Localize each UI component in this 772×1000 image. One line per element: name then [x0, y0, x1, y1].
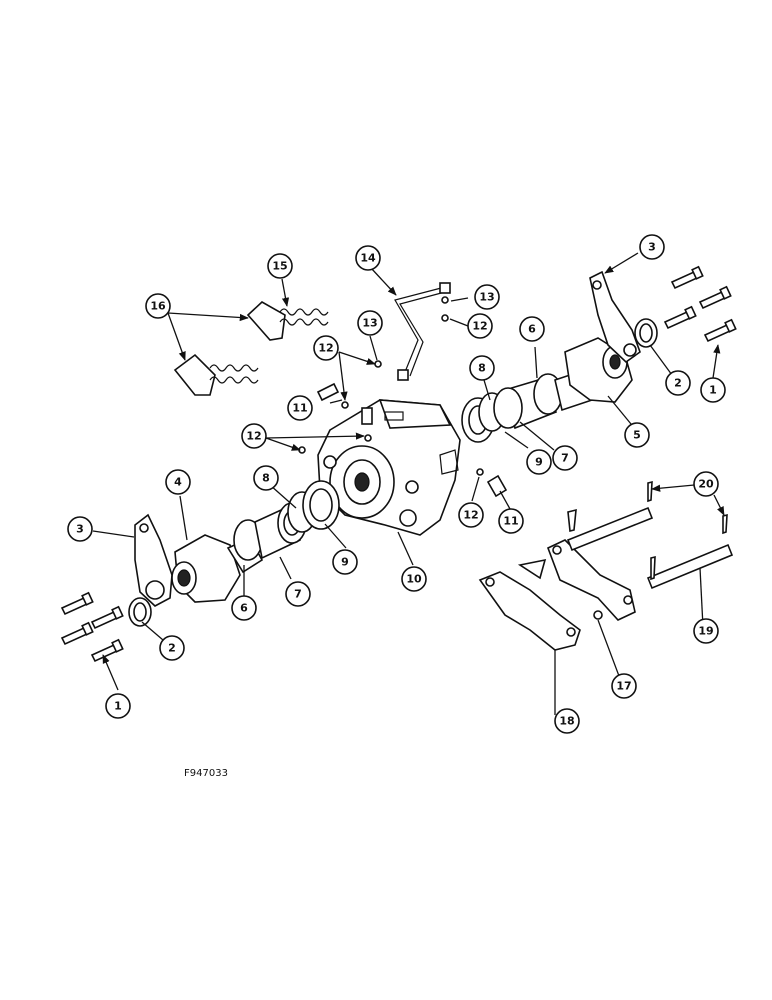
callout-number: 19 — [698, 625, 713, 638]
callout-number: 20 — [698, 478, 714, 491]
callout-6-right: 6 — [519, 316, 545, 342]
callout-number: 1 — [709, 384, 717, 397]
callout-number: 12 — [472, 320, 487, 333]
callout-number: 15 — [272, 260, 287, 273]
callout-20: 20 — [693, 471, 719, 497]
callout-2-right: 2 — [665, 370, 691, 396]
callout-6-left: 6 — [231, 595, 257, 621]
callout-number: 3 — [76, 523, 84, 536]
callout-2-left: 2 — [159, 635, 185, 661]
callout-number: 2 — [168, 642, 176, 655]
callout-11-left: 11 — [287, 395, 313, 421]
callout-number: 6 — [528, 323, 536, 336]
callout-7-left: 7 — [285, 581, 311, 607]
callout-18: 18 — [554, 708, 580, 734]
callout-number: 12 — [318, 342, 333, 355]
callout-12-top: 12 — [313, 335, 339, 361]
right-lever-and-washer — [128, 270, 658, 627]
callout-number: 5 — [633, 429, 641, 442]
callout-number: 12 — [463, 509, 478, 522]
callout-number: 9 — [341, 556, 349, 569]
callout-3-right: 3 — [639, 234, 665, 260]
callout-9-left: 9 — [332, 549, 358, 575]
tube — [394, 282, 451, 381]
callout-9-right: 9 — [526, 449, 552, 475]
callout-3-left: 3 — [67, 516, 93, 542]
callout-15: 15 — [267, 253, 293, 279]
callout-number: 2 — [674, 377, 682, 390]
callout-14: 14 — [355, 245, 381, 271]
callout-number: 13 — [362, 317, 377, 330]
callout-1-left: 1 — [105, 693, 131, 719]
callout-5: 5 — [624, 422, 650, 448]
callout-13-left: 13 — [357, 310, 383, 336]
callout-number: 16 — [150, 300, 166, 313]
callout-number: 8 — [478, 362, 486, 375]
callout-number: 3 — [648, 241, 656, 254]
callout-12-lower: 12 — [458, 502, 484, 528]
housing — [317, 399, 461, 536]
callout-8-left: 8 — [253, 465, 279, 491]
right-piston-and-shaft — [461, 337, 633, 443]
callout-17: 17 — [611, 673, 637, 699]
callout-1-right: 1 — [700, 377, 726, 403]
leader-lines — [92, 252, 725, 715]
callout-number: 4 — [174, 476, 182, 489]
left-piston-and-seals — [233, 480, 340, 561]
callout-12-tube: 12 — [467, 313, 493, 339]
callout-number: 7 — [561, 452, 569, 465]
callout-number: 6 — [240, 602, 248, 615]
callout-number: 17 — [616, 680, 631, 693]
callout-19: 19 — [693, 618, 719, 644]
callout-number: 18 — [559, 715, 574, 728]
figure-id: F947033 — [184, 768, 228, 779]
callout-number: 1 — [114, 700, 122, 713]
callout-number: 9 — [535, 456, 543, 469]
links-and-pins — [478, 480, 734, 651]
callout-4: 4 — [165, 469, 191, 495]
bolts — [60, 265, 737, 663]
bleeders-and-fittings — [298, 296, 508, 498]
callout-number: 8 — [262, 472, 270, 485]
springs-and-brackets — [173, 301, 329, 396]
callout-number: 11 — [292, 402, 307, 415]
callout-number: 10 — [406, 573, 422, 586]
callout-number: 11 — [503, 515, 518, 528]
callout-13-right: 13 — [474, 284, 500, 310]
callout-8-right: 8 — [469, 355, 495, 381]
callout-10: 10 — [401, 566, 427, 592]
callout-number: 12 — [246, 430, 261, 443]
callout-11-right: 11 — [498, 508, 524, 534]
callout-number: 13 — [479, 291, 494, 304]
callout-number: 7 — [294, 588, 302, 601]
callout-12-middle: 12 — [241, 423, 267, 449]
callout-number: 14 — [360, 252, 376, 265]
callout-16: 16 — [145, 293, 171, 319]
callout-7-right: 7 — [552, 445, 578, 471]
